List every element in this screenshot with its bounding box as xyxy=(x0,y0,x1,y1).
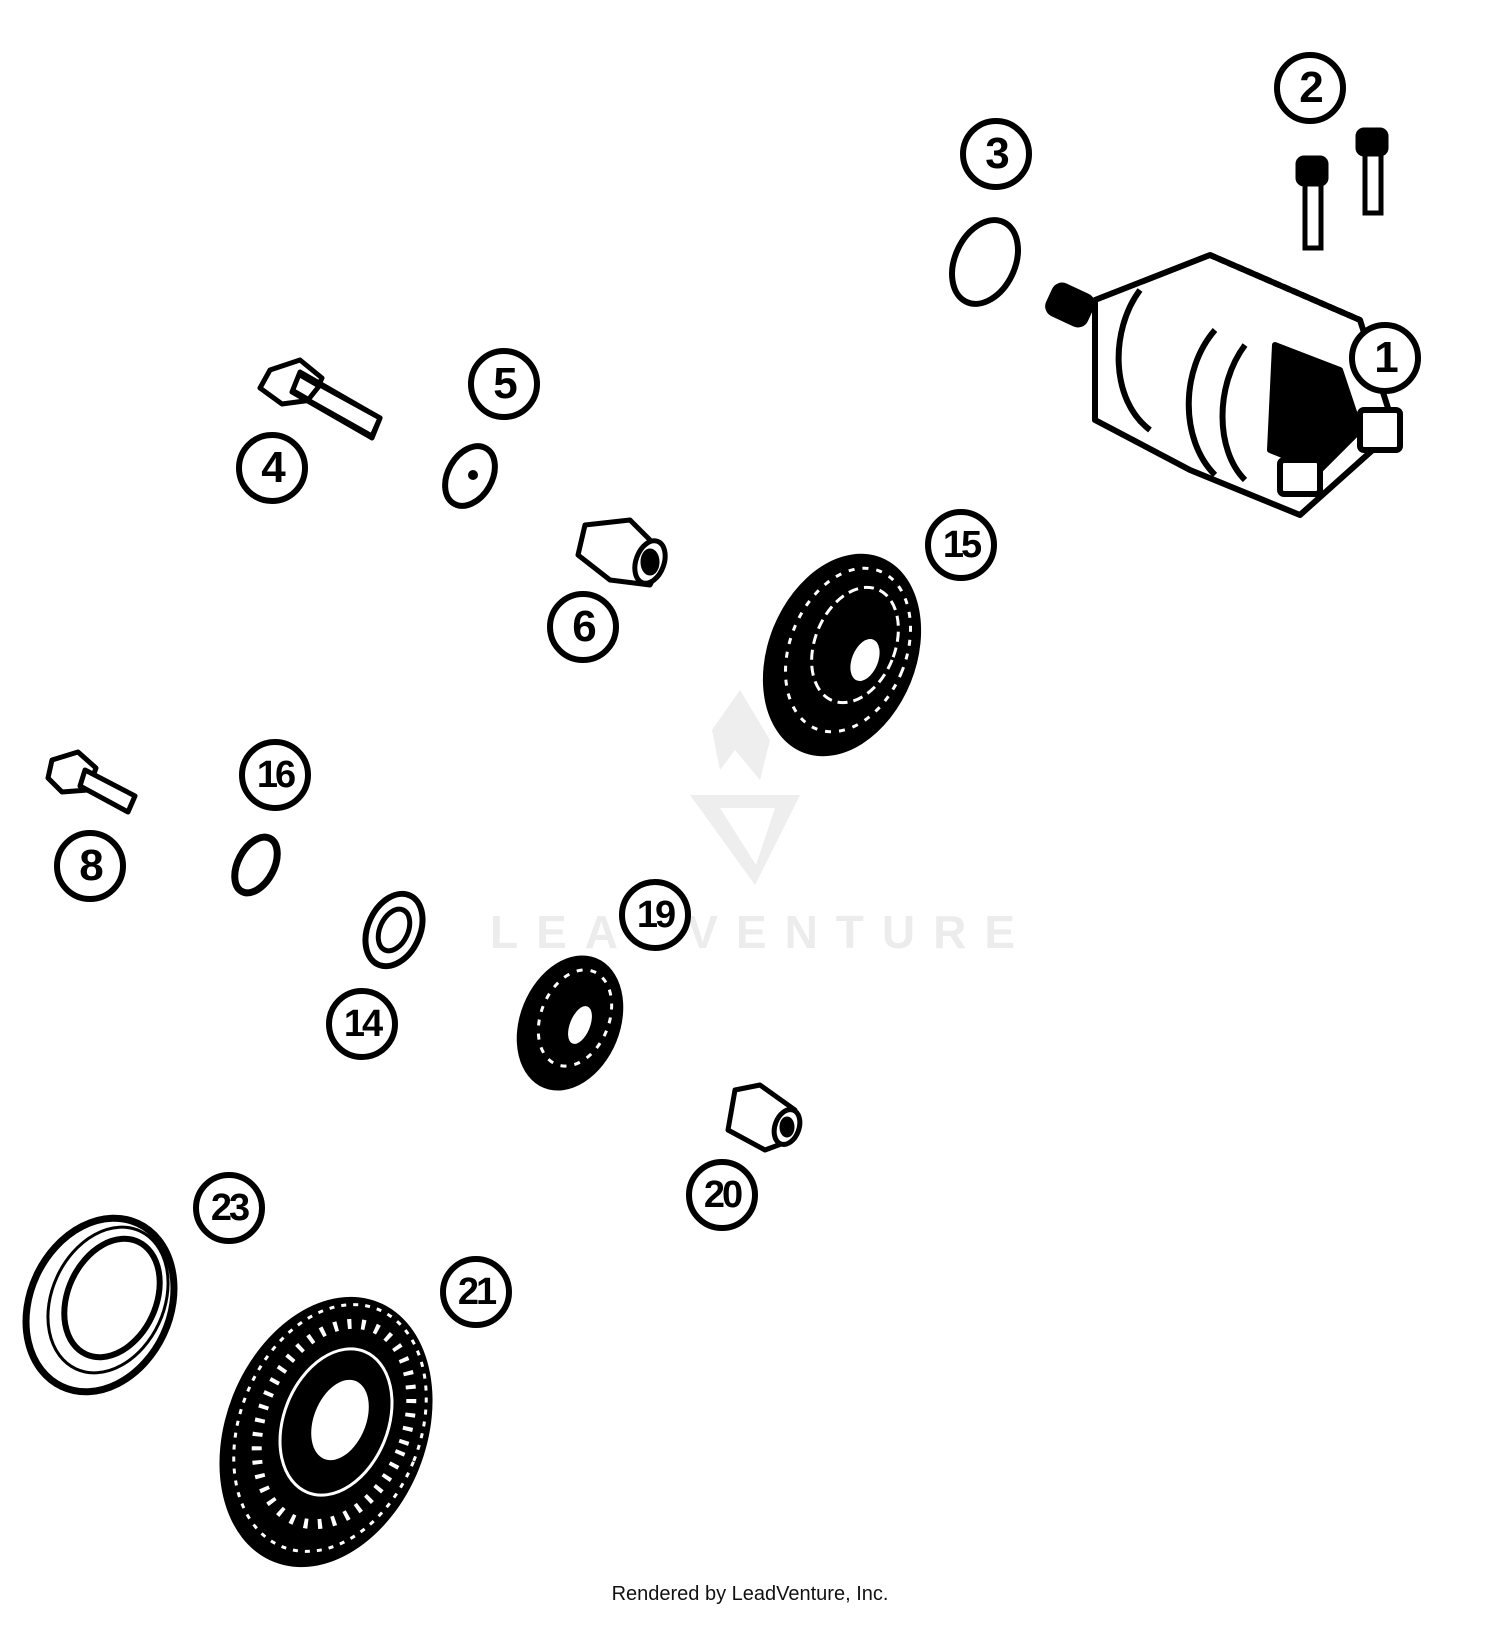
callout-16[interactable]: 16 xyxy=(239,739,311,811)
intermediate-gear-icon xyxy=(762,553,922,757)
callout-1[interactable]: 1 xyxy=(1349,322,1421,394)
callout-5[interactable]: 5 xyxy=(468,348,540,420)
callout-4[interactable]: 4 xyxy=(236,432,308,504)
footer-credit: Rendered by LeadVenture, Inc. xyxy=(611,1583,889,1605)
o-ring-icon xyxy=(949,217,1021,307)
bushing-icon xyxy=(575,517,668,588)
bearing-ring-icon xyxy=(22,1214,178,1396)
callout-23[interactable]: 23 xyxy=(193,1172,265,1244)
callout-3[interactable]: 3 xyxy=(960,118,1032,190)
callout-2[interactable]: 2 xyxy=(1274,52,1346,124)
screw-icon xyxy=(1295,127,1389,251)
starter-motor-icon xyxy=(1045,252,1403,518)
callout-6[interactable]: 6 xyxy=(547,591,619,663)
small-bushing-icon xyxy=(725,1082,803,1153)
retaining-ring-icon xyxy=(231,833,281,897)
callout-8[interactable]: 8 xyxy=(54,830,126,902)
callout-15[interactable]: 15 xyxy=(925,509,997,581)
callout-20[interactable]: 20 xyxy=(686,1159,758,1231)
long-bolt-icon xyxy=(257,357,383,441)
washer-icon xyxy=(442,443,498,509)
callout-21[interactable]: 21 xyxy=(440,1256,512,1328)
callout-14[interactable]: 14 xyxy=(326,988,398,1060)
small-gear-icon xyxy=(516,955,624,1091)
starter-gear-icon xyxy=(219,1296,433,1568)
watermark-logo-icon xyxy=(690,690,800,885)
callout-19[interactable]: 19 xyxy=(619,879,691,951)
small-washer-icon xyxy=(362,890,426,970)
watermark-text: LEADVENTURE xyxy=(490,906,1034,958)
short-bolt-icon xyxy=(45,749,138,815)
